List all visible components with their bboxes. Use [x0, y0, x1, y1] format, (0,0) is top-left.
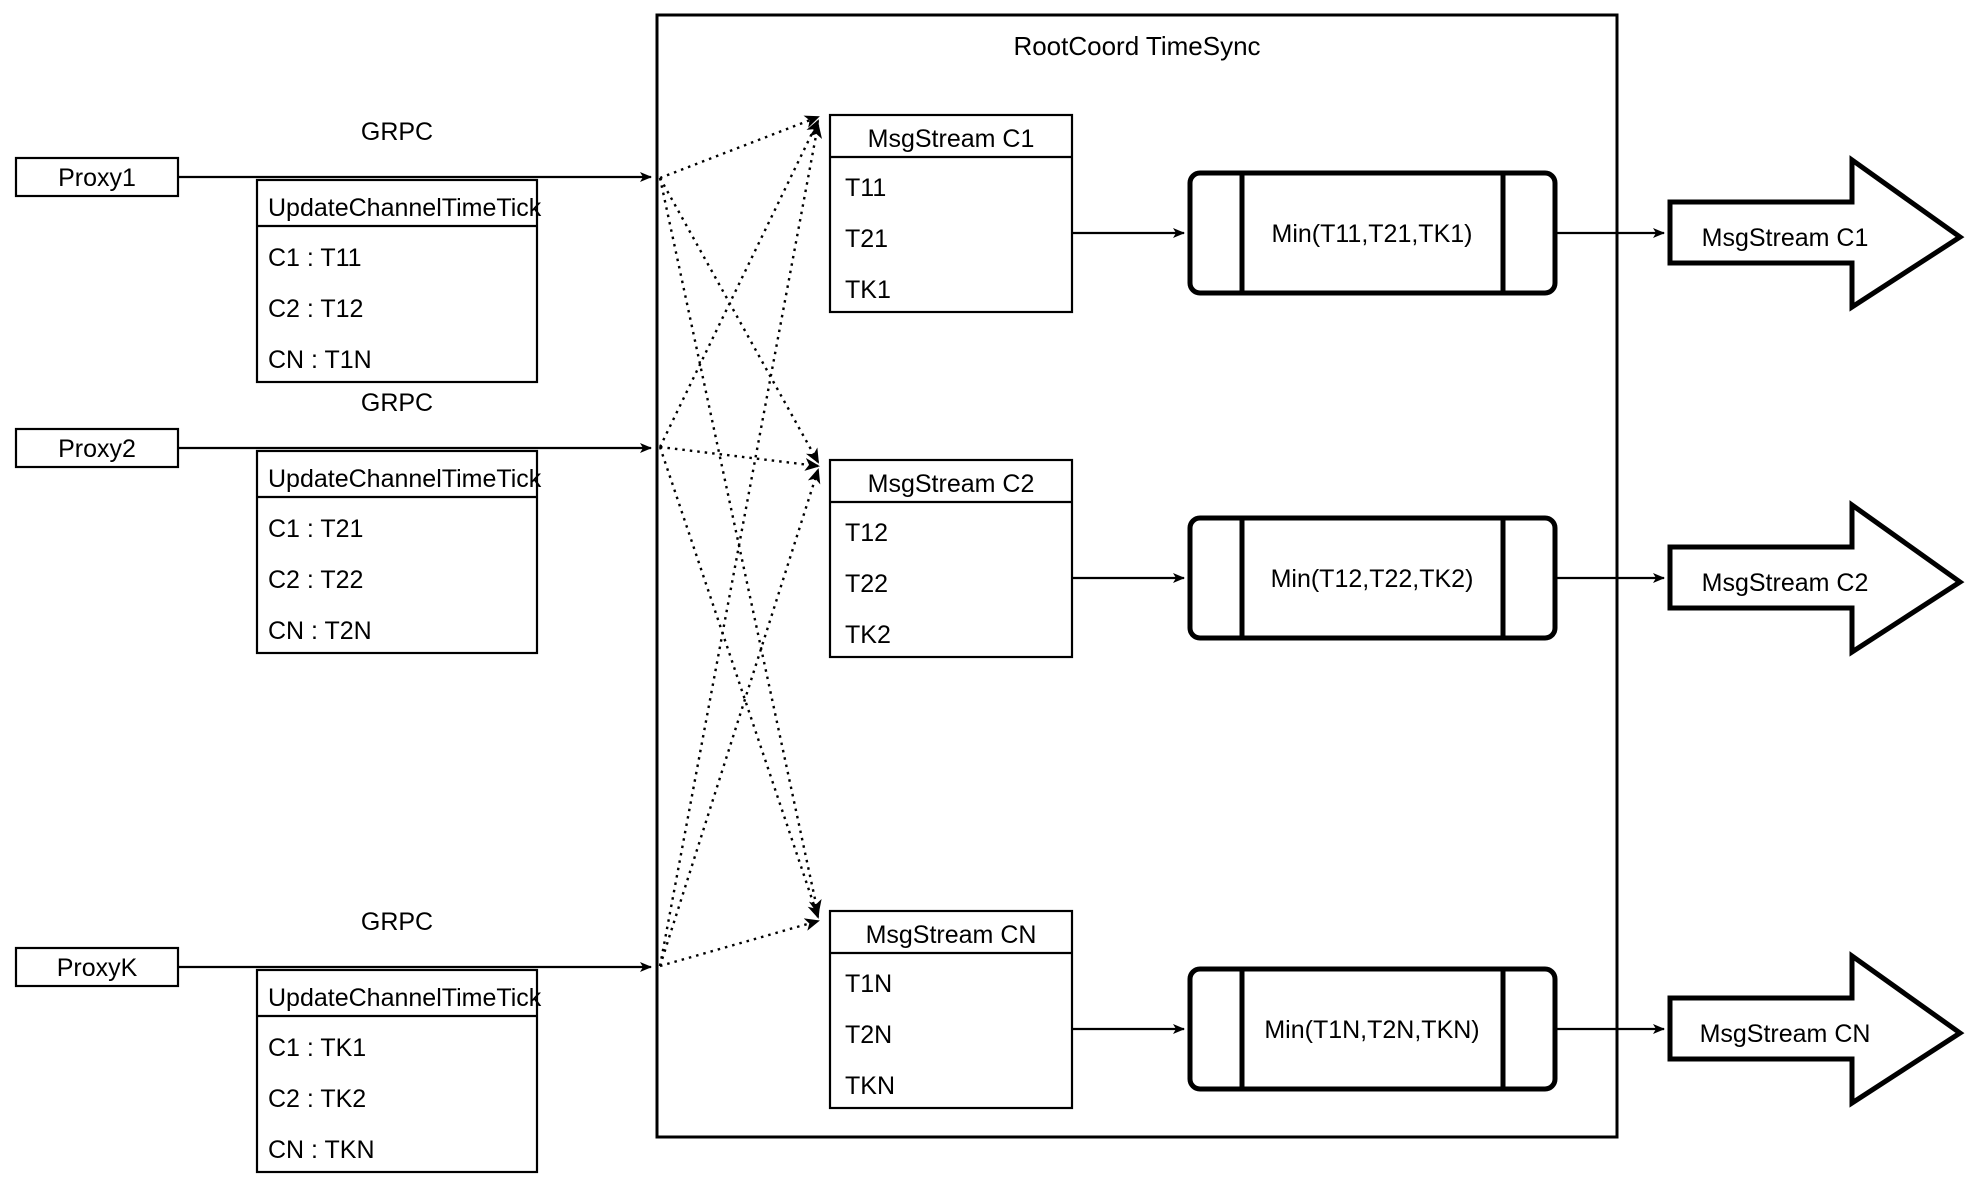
- rootcoord-timesync-container: [655, 13, 1619, 1139]
- grpc-label-0: GRPC: [361, 118, 433, 146]
- grpc-label-1: GRPC: [361, 389, 433, 417]
- update-timetick-entry-1-2: CN : T2N: [268, 617, 372, 645]
- update-timetick-header-2: UpdateChannelTimeTick: [268, 984, 542, 1012]
- update-timetick-entry-0-1: C2 : T12: [268, 295, 363, 323]
- msgstream-box-0: [828, 113, 1074, 314]
- dispatch-arrow-0-1: [658, 177, 820, 464]
- output-label-1: MsgStream C2: [1702, 569, 1869, 597]
- msgstream-entry-1-1: T22: [845, 570, 888, 598]
- update-timetick-header-1: UpdateChannelTimeTick: [268, 465, 542, 493]
- grpc-label-2: GRPC: [361, 908, 433, 936]
- dispatch-arrow-1-1: [659, 445, 820, 471]
- proxy-label-2: ProxyK: [57, 954, 138, 982]
- proxy-label-1: Proxy2: [58, 435, 136, 463]
- msgstream-entry-2-0: T1N: [845, 970, 892, 998]
- dispatch-arrow-1-0: [658, 119, 820, 448]
- msgstream-entry-2-1: T2N: [845, 1021, 892, 1049]
- output-arrow-1: [1667, 500, 1965, 657]
- msgstream-header-2: MsgStream CN: [866, 921, 1037, 949]
- update-timetick-entry-0-0: C1 : T11: [268, 244, 362, 272]
- dispatch-arrow-2-0: [658, 123, 822, 967]
- msgstream-entry-0-0: T11: [845, 174, 886, 202]
- msgstream-box-2: [828, 909, 1074, 1110]
- output-label-0: MsgStream C1: [1702, 224, 1869, 252]
- update-timetick-box-2: [255, 968, 539, 1174]
- proxy-box-2[interactable]: [14, 946, 180, 988]
- output-arrow-2: [1667, 951, 1965, 1108]
- msgstream-entry-0-1: T21: [845, 225, 888, 253]
- proxy-box-0[interactable]: [14, 156, 180, 198]
- dispatch-arrow-2-2: [659, 918, 820, 968]
- proxy-label-0: Proxy1: [58, 164, 136, 192]
- update-timetick-entry-2-1: C2 : TK2: [268, 1085, 366, 1113]
- update-timetick-entry-2-2: CN : TKN: [268, 1136, 375, 1164]
- msgstream-entry-1-2: TK2: [845, 621, 891, 649]
- update-timetick-box-0: [255, 178, 539, 384]
- msgstream-entry-2-2: TKN: [845, 1072, 895, 1100]
- update-timetick-entry-0-2: CN : T1N: [268, 346, 372, 374]
- update-timetick-entry-1-0: C1 : T21: [268, 515, 363, 543]
- output-label-2: MsgStream CN: [1700, 1020, 1871, 1048]
- update-timetick-entry-1-1: C2 : T22: [268, 566, 363, 594]
- update-timetick-entry-2-0: C1 : TK1: [268, 1034, 366, 1062]
- min-label-1: Min(T12,T22,TK2): [1271, 565, 1474, 593]
- dispatch-arrow-1-2: [658, 446, 821, 919]
- min-label-0: Min(T11,T21,TK1): [1272, 220, 1473, 248]
- min-label-2: Min(T1N,T2N,TKN): [1264, 1016, 1479, 1044]
- rootcoord-timesync-title: RootCoord TimeSync: [1013, 31, 1260, 61]
- msgstream-box-1: [828, 458, 1074, 659]
- msgstream-header-1: MsgStream C2: [868, 470, 1035, 498]
- update-timetick-header-0: UpdateChannelTimeTick: [268, 194, 542, 222]
- proxy-box-1[interactable]: [14, 427, 180, 469]
- dispatch-arrow-0-0: [659, 115, 820, 180]
- output-arrow-0: [1667, 155, 1965, 312]
- msgstream-entry-0-2: TK1: [845, 276, 891, 304]
- msgstream-entry-1-0: T12: [845, 519, 888, 547]
- msgstream-header-0: MsgStream C1: [868, 125, 1035, 153]
- update-timetick-box-1: [255, 449, 539, 655]
